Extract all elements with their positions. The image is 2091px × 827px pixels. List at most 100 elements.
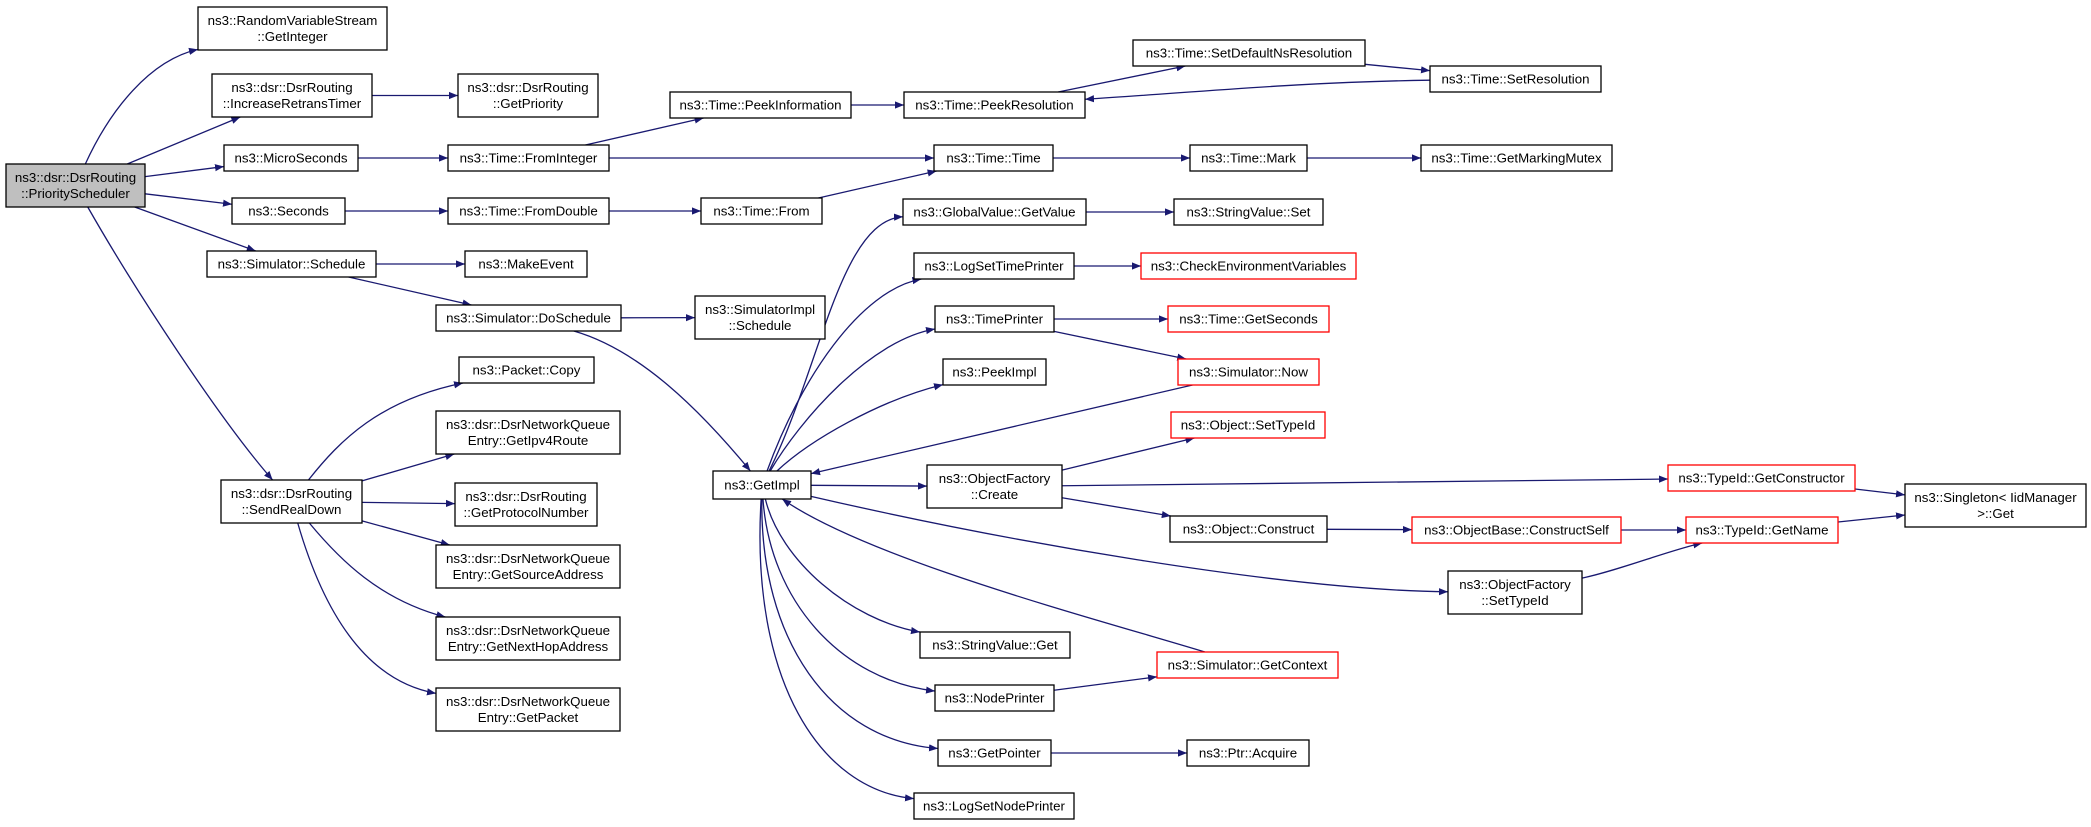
node-box xyxy=(211,73,373,118)
node-peek-impl[interactable]: ns3::PeekImpl xyxy=(942,358,1047,386)
node-label: ::GetPriority xyxy=(493,96,564,111)
node-sim-getcontext[interactable]: ns3::Simulator::GetContext xyxy=(1156,651,1339,679)
node-label: ns3::MicroSeconds xyxy=(234,151,347,166)
node-box xyxy=(694,295,826,340)
node-set-default-ns[interactable]: ns3::Time::SetDefaultNsResolution xyxy=(1132,39,1366,67)
node-of-settypeid[interactable]: ns3::ObjectFactory::SetTypeId xyxy=(1447,570,1583,615)
edge-root-to-rvs_getinteger xyxy=(84,47,199,165)
node-microseconds[interactable]: ns3::MicroSeconds xyxy=(223,144,359,172)
node-label: ns3::Time::FromInteger xyxy=(460,151,598,166)
node-time-time[interactable]: ns3::Time::Time xyxy=(933,144,1054,172)
node-log-set-time-printer[interactable]: ns3::LogSetTimePrinter xyxy=(913,252,1075,280)
node-box xyxy=(220,479,363,524)
node-sim-now[interactable]: ns3::Simulator::Now xyxy=(1177,358,1320,386)
edge-set_default_ns-to-set_resolution xyxy=(1364,63,1431,74)
node-time-mark[interactable]: ns3::Time::Mark xyxy=(1189,144,1308,172)
node-stringvalue-set[interactable]: ns3::StringValue::Set xyxy=(1173,198,1324,226)
node-root[interactable]: ns3::dsr::DsrRouting::PriorityScheduler xyxy=(5,163,146,208)
node-box xyxy=(1156,651,1339,679)
edge-of_settypeid-to-typeid_getname xyxy=(1581,541,1703,579)
node-set-resolution[interactable]: ns3::Time::SetResolution xyxy=(1429,65,1602,93)
node-node-printer[interactable]: ns3::NodePrinter xyxy=(934,684,1055,712)
node-label: ns3::Packet::Copy xyxy=(473,363,581,378)
node-box xyxy=(464,250,588,278)
node-simimpl-schedule[interactable]: ns3::SimulatorImpl::Schedule xyxy=(694,295,826,340)
node-box xyxy=(206,250,377,278)
node-get-marking-mutex[interactable]: ns3::Time::GetMarkingMutex xyxy=(1420,144,1613,172)
node-label: ns3::Object::SetTypeId xyxy=(1181,418,1316,433)
node-box xyxy=(1169,515,1328,543)
node-log-set-node-printer[interactable]: ns3::LogSetNodePrinter xyxy=(913,792,1075,820)
node-nq-ipv4route[interactable]: ns3::dsr::DsrNetworkQueueEntry::GetIpv4R… xyxy=(435,410,621,455)
node-sim-schedule[interactable]: ns3::Simulator::Schedule xyxy=(206,250,377,278)
node-box xyxy=(903,91,1086,119)
edge-getimpl-to-peek_impl xyxy=(776,383,944,472)
node-get-seconds[interactable]: ns3::Time::GetSeconds xyxy=(1167,305,1330,333)
node-stringvalue-get[interactable]: ns3::StringValue::Get xyxy=(919,631,1071,659)
node-seconds[interactable]: ns3::Seconds xyxy=(231,197,346,225)
node-label: ns3::dsr::DsrNetworkQueue xyxy=(446,417,610,432)
node-get-priority[interactable]: ns3::dsr::DsrRouting::GetPriority xyxy=(457,73,599,118)
edge-node_printer-to-sim_getcontext xyxy=(1053,674,1158,691)
node-send-real-down[interactable]: ns3::dsr::DsrRouting::SendRealDown xyxy=(220,479,363,524)
node-inc-retrans[interactable]: ns3::dsr::DsrRouting::IncreaseRetransTim… xyxy=(211,73,373,118)
node-do-schedule[interactable]: ns3::Simulator::DoSchedule xyxy=(435,304,622,332)
node-label: ns3::StringValue::Get xyxy=(932,638,1058,653)
edge-send_real_down-to-nq_source xyxy=(361,520,450,547)
node-peek-information[interactable]: ns3::Time::PeekInformation xyxy=(669,91,852,119)
node-peek-resolution[interactable]: ns3::Time::PeekResolution xyxy=(903,91,1086,119)
node-makeevent[interactable]: ns3::MakeEvent xyxy=(464,250,588,278)
node-box xyxy=(934,684,1055,712)
node-label: ::Schedule xyxy=(729,318,792,333)
node-check-env[interactable]: ns3::CheckEnvironmentVariables xyxy=(1140,252,1357,280)
node-nq-source[interactable]: ns3::dsr::DsrNetworkQueueEntry::GetSourc… xyxy=(435,544,621,589)
node-box xyxy=(712,470,812,500)
node-get-pointer[interactable]: ns3::GetPointer xyxy=(937,739,1052,767)
node-gv-getvalue[interactable]: ns3::GlobalValue::GetValue xyxy=(902,198,1087,226)
node-get-protocol-number[interactable]: ns3::dsr::DsrRouting::GetProtocolNumber xyxy=(454,482,598,527)
node-box xyxy=(942,358,1047,386)
node-label: ::SetTypeId xyxy=(1481,593,1548,608)
node-box xyxy=(933,144,1054,172)
node-object-settypeid[interactable]: ns3::Object::SetTypeId xyxy=(1170,411,1326,439)
edge-set_resolution-to-peek_resolution xyxy=(1084,79,1431,103)
node-objbase-constructself[interactable]: ns3::ObjectBase::ConstructSelf xyxy=(1411,516,1622,544)
edge-getimpl-to-log_set_time_printer xyxy=(766,277,922,472)
node-box xyxy=(223,144,359,172)
node-ptr-acquire[interactable]: ns3::Ptr::Acquire xyxy=(1186,739,1310,767)
node-box xyxy=(1173,198,1324,226)
node-from-double[interactable]: ns3::Time::FromDouble xyxy=(447,197,610,225)
edge-from_integer-to-peek_information xyxy=(585,116,704,146)
node-time-from[interactable]: ns3::Time::From xyxy=(700,197,823,225)
edge-root-to-send_real_down xyxy=(87,206,274,481)
node-singleton-get[interactable]: ns3::Singleton< IidManager>::Get xyxy=(1904,483,2087,528)
edge-peek_resolution-to-set_default_ns xyxy=(1057,64,1186,93)
node-box xyxy=(669,91,852,119)
node-packet-copy[interactable]: ns3::Packet::Copy xyxy=(458,356,595,384)
node-label: ::IncreaseRetransTimer xyxy=(223,96,362,111)
node-typeid-getconstructor[interactable]: ns3::TypeId::GetConstructor xyxy=(1667,464,1856,492)
node-label: Entry::GetIpv4Route xyxy=(468,433,588,448)
node-typeid-getname[interactable]: ns3::TypeId::GetName xyxy=(1685,516,1839,544)
edge-send_real_down-to-nq_ipv4route xyxy=(361,453,455,482)
node-object-construct[interactable]: ns3::Object::Construct xyxy=(1169,515,1328,543)
node-box xyxy=(1177,358,1320,386)
node-box xyxy=(937,739,1052,767)
node-box xyxy=(458,356,595,384)
node-box xyxy=(1685,516,1839,544)
node-nq-packet[interactable]: ns3::dsr::DsrNetworkQueueEntry::GetPacke… xyxy=(435,687,621,732)
node-rvs-getinteger[interactable]: ns3::RandomVariableStream::GetInteger xyxy=(197,6,388,51)
edge-getimpl-to-time_printer xyxy=(769,326,936,472)
node-time-printer[interactable]: ns3::TimePrinter xyxy=(934,305,1055,333)
edge-getimpl-to-of_create xyxy=(810,482,928,490)
node-nq-nexthop[interactable]: ns3::dsr::DsrNetworkQueueEntry::GetNextH… xyxy=(435,616,621,661)
node-of-create[interactable]: ns3::ObjectFactory::Create xyxy=(926,464,1063,509)
node-getimpl[interactable]: ns3::GetImpl xyxy=(712,470,812,500)
node-label: ::SendRealDown xyxy=(242,502,342,517)
node-label: ns3::Time::From xyxy=(713,204,809,219)
node-label: ns3::Object::Construct xyxy=(1183,522,1315,537)
node-box xyxy=(934,305,1055,333)
edge-send_real_down-to-packet_copy xyxy=(307,381,464,481)
node-label: ns3::ObjectBase::ConstructSelf xyxy=(1424,523,1609,538)
node-from-integer[interactable]: ns3::Time::FromInteger xyxy=(447,144,610,172)
